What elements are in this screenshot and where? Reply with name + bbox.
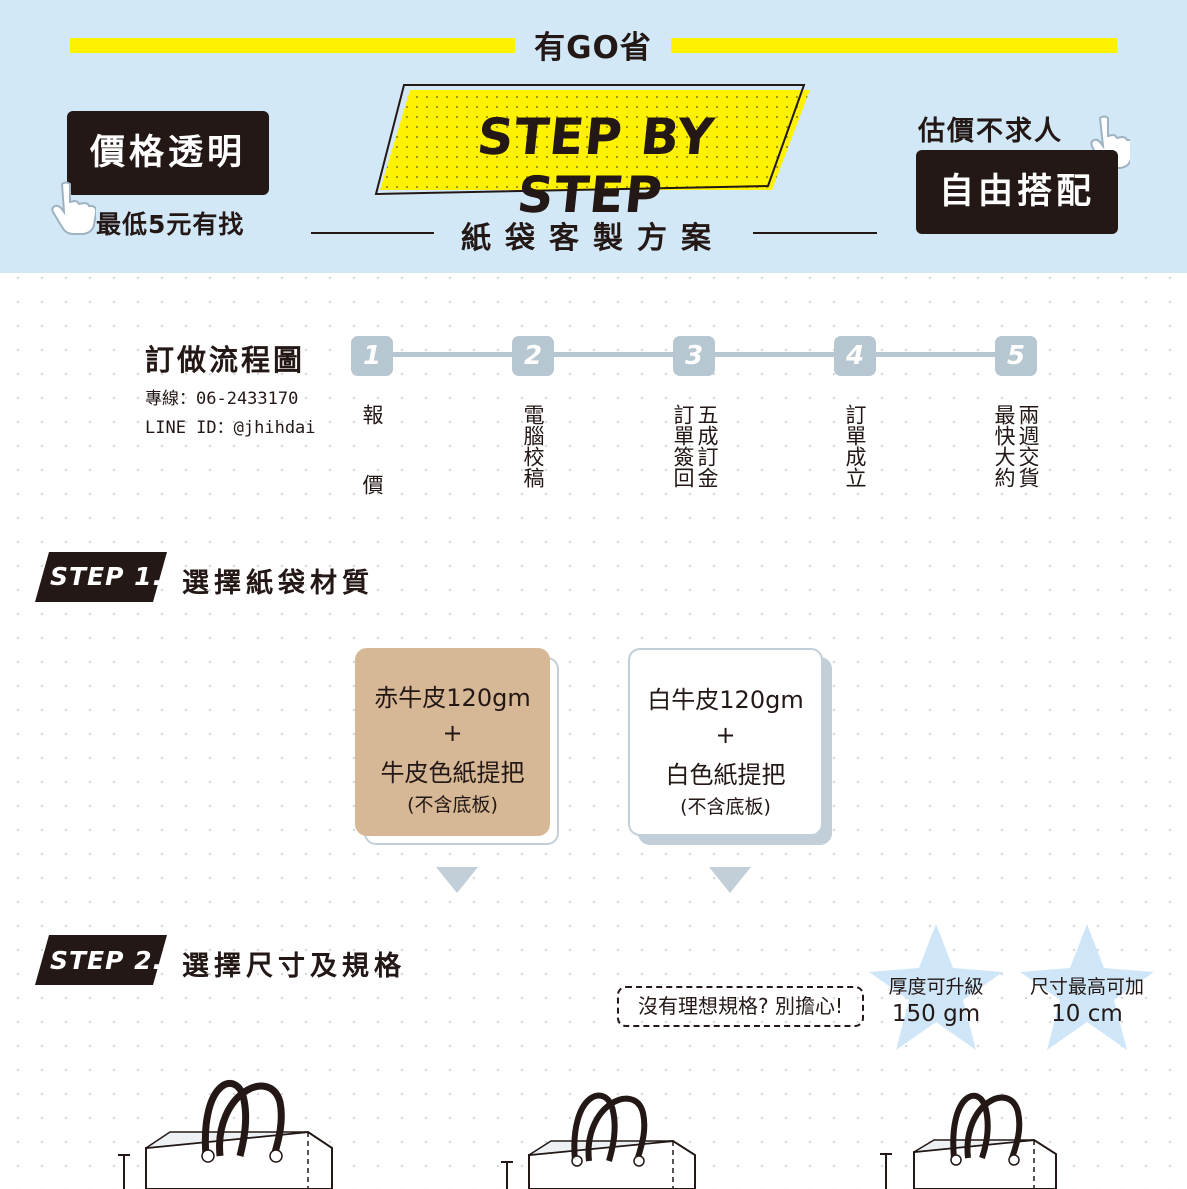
flow-step-number: 2 (512, 336, 554, 376)
paper-bag-large-icon (118, 1080, 333, 1189)
badge-label: 尺寸最高可加 (1029, 976, 1144, 998)
flow-step-label: 訂單成立 (843, 404, 867, 488)
flow-step-label: 五成訂金 (695, 404, 719, 488)
star-badge-icon (869, 924, 1003, 1050)
contact-line-id: LINE ID：@jhihdai (145, 418, 316, 438)
badge-value: 10 cm (1051, 1001, 1123, 1027)
flow-step-label: 兩週交貨 (1016, 404, 1040, 488)
header-yellow-line-right (671, 38, 1117, 53)
paper-bag-small-icon (880, 1092, 1057, 1189)
step2-tag: STEP 2. (50, 946, 164, 975)
flow-title: 訂做流程圖 (145, 343, 306, 377)
header-yellow-line-left (70, 38, 515, 53)
step1-title: 選擇紙袋材質 (182, 568, 374, 599)
card-plus: + (442, 719, 463, 747)
down-arrow-icon (436, 867, 478, 893)
brand-name: 有GO省 (534, 30, 652, 66)
step1-tag: STEP 1. (50, 562, 164, 591)
flow-step-label: 報 價 (360, 404, 384, 509)
card-line: 赤牛皮120gm (374, 684, 531, 712)
free-match-badge: 自由搭配 (916, 150, 1118, 234)
step1-tag-background (35, 552, 167, 602)
star-badge-icon (1020, 924, 1154, 1050)
material-option-kraft[interactable]: 赤牛皮120gm + 牛皮色紙提把 (不含底板) (355, 648, 550, 836)
banner-background (374, 84, 810, 196)
subtitle-rule-left (311, 232, 434, 234)
price-transparent-badge: 價格透明 (67, 111, 269, 195)
paper-bag-medium-icon (501, 1092, 696, 1189)
card-plus: + (715, 721, 736, 749)
flow-step-label: 最快大約 (992, 404, 1016, 488)
thickness-upgrade-badge: 厚度可升級 150 gm (865, 972, 1007, 1027)
size-extension-badge: 尺寸最高可加 10 cm (1016, 972, 1158, 1027)
price-subtitle: 最低5元有找 (96, 210, 245, 239)
flow-step-label: 訂單簽回 (671, 404, 695, 488)
flow-step-label: 電腦校稿 (521, 404, 545, 488)
flow-step-number: 4 (834, 336, 876, 376)
card-line: 白色紙提把 (665, 761, 786, 789)
step2-title: 選擇尺寸及規格 (182, 951, 406, 982)
subtitle-rule-right (753, 232, 877, 234)
step2-tag-background (35, 935, 167, 985)
flow-step-number: 5 (995, 336, 1037, 376)
badge-label: 厚度可升級 (888, 976, 984, 998)
badge-value: 150 gm (891, 1001, 981, 1027)
page-subtitle: 紙袋客製方案 (461, 221, 725, 256)
card-note: (不含底板) (407, 794, 498, 816)
step-by-step-banner: STEP BY STEP (474, 108, 718, 224)
free-quote-heading: 估價不求人 (918, 116, 1063, 147)
card-line: 白牛皮120gm (647, 686, 804, 714)
flow-step-number: 3 (673, 336, 715, 376)
down-arrow-icon (709, 867, 751, 893)
card-line: 牛皮色紙提把 (380, 759, 525, 787)
card-note: (不含底板) (680, 796, 771, 818)
no-ideal-spec-note: 沒有理想規格? 別擔心! (617, 986, 864, 1027)
contact-phone: 專線：06-2433170 (145, 389, 299, 409)
pointing-hand-icon (51, 181, 96, 235)
material-option-white[interactable]: 白牛皮120gm + 白色紙提把 (不含底板) (628, 648, 823, 836)
flow-step-number: 1 (351, 336, 393, 376)
